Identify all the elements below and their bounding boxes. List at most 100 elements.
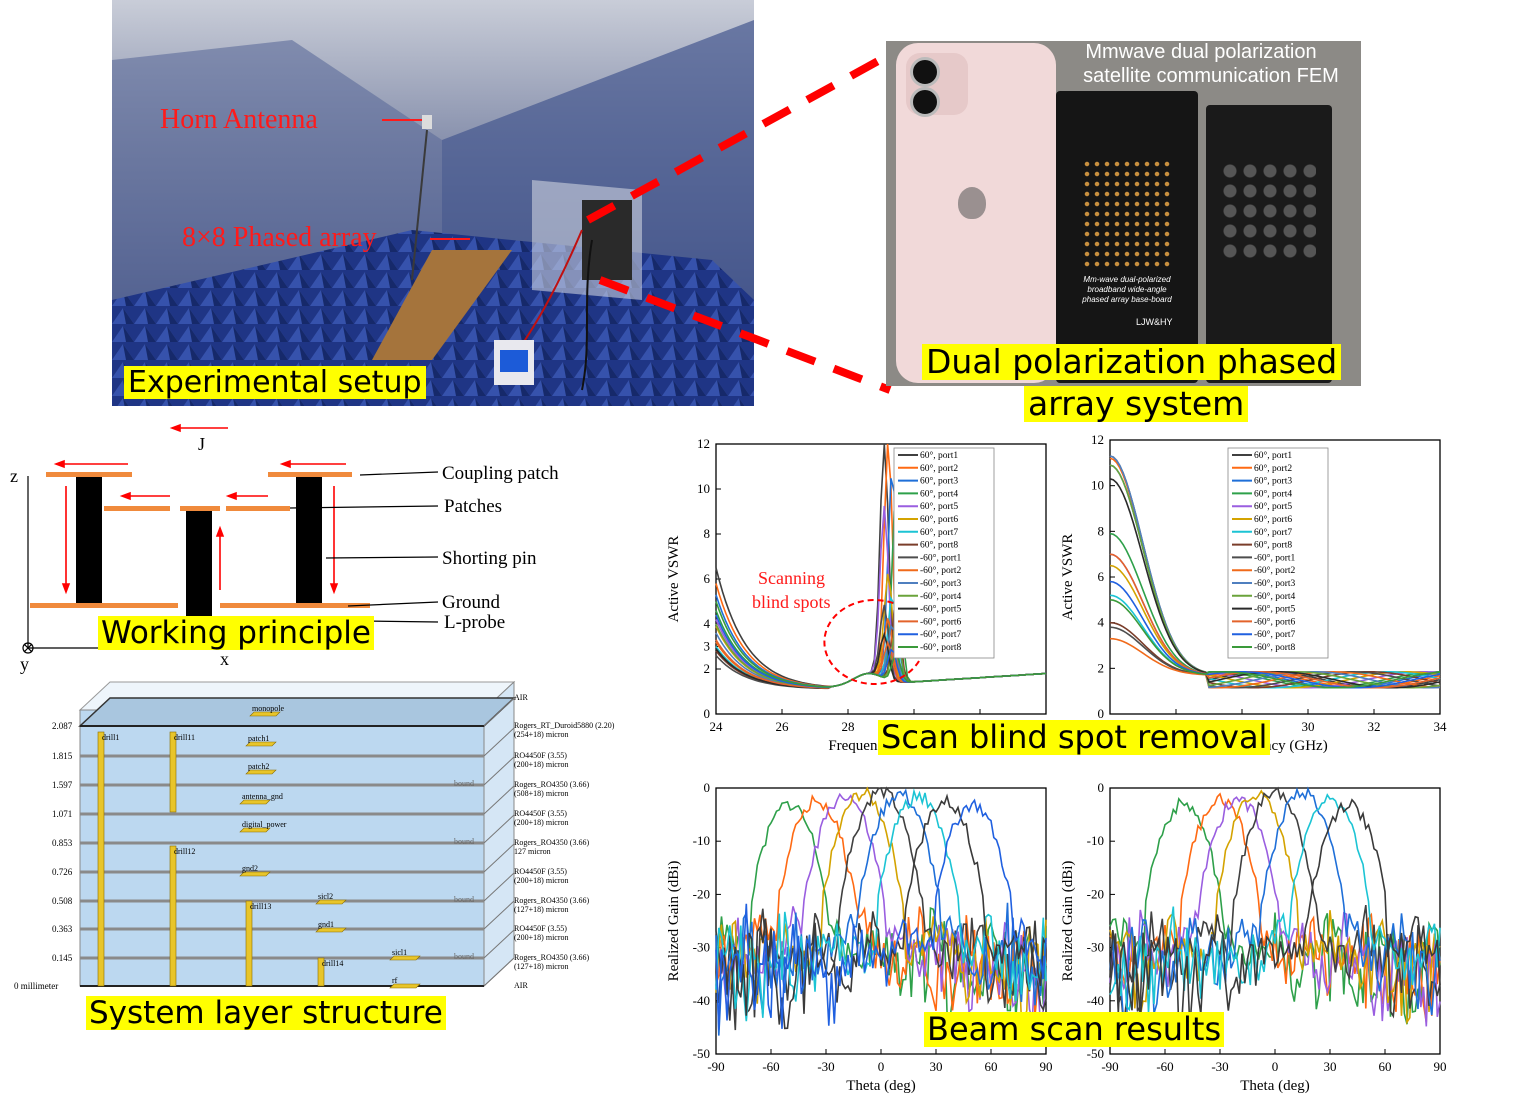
legend-entry: -60°, port7 xyxy=(1254,629,1296,640)
phased-array-arrow xyxy=(430,238,470,240)
x-tick-label: 90 xyxy=(1040,1059,1053,1074)
y-tick-label: 4 xyxy=(704,616,711,631)
ground-left xyxy=(30,603,178,608)
vswr-series-line xyxy=(1109,599,1441,689)
system-caption-line1: Dual polarization phased xyxy=(922,343,1342,381)
leader-lines xyxy=(211,471,439,623)
vswr-series-line xyxy=(715,601,1047,688)
legend-entry: -60°, port5 xyxy=(1254,604,1296,615)
pad-label: gnd1 xyxy=(318,920,334,929)
y-tick-label: 10 xyxy=(1091,478,1104,493)
x-tick-label: 0 xyxy=(878,1059,885,1074)
pad-label: digital_power xyxy=(242,820,287,829)
vswr-chart-after: 242628303234024681012Frequency (GHz)Acti… xyxy=(1060,432,1447,754)
x-tick-label: 0 xyxy=(1272,1059,1279,1074)
layer-height-label: 0.508 xyxy=(52,896,73,906)
current-label: J xyxy=(198,434,205,454)
camera-lens-1 xyxy=(910,57,940,87)
material-thickness-label: (127+18) micron xyxy=(514,905,569,914)
beam-series-line xyxy=(1109,786,1441,1026)
vswr-series-line xyxy=(1109,532,1440,689)
shorting-pin-label: Shorting pin xyxy=(442,548,537,569)
y-tick-label: 0 xyxy=(704,780,711,795)
x-tick-label: 30 xyxy=(930,1059,943,1074)
beam-scan-caption: Beam scan results xyxy=(924,1011,1225,1048)
ground-label: Ground xyxy=(442,592,501,613)
beam-series-line xyxy=(715,786,1047,1031)
drill-via xyxy=(97,731,105,987)
legend-entry: 60°, port6 xyxy=(1254,514,1292,525)
layer-height-label: 0.363 xyxy=(52,924,73,934)
y-tick-label: 2 xyxy=(1098,660,1105,675)
material-label: RO4450F (3.55) xyxy=(514,751,567,760)
side-bound-label: bound xyxy=(454,779,474,788)
pad-shape xyxy=(249,711,281,717)
material-thickness-label: (200+18) micron xyxy=(514,760,569,769)
x-tick-label: -60 xyxy=(762,1059,779,1074)
legend-entry: -60°, port4 xyxy=(920,591,962,602)
legend-entry: 60°, port8 xyxy=(1254,540,1292,551)
layer-boundary-side xyxy=(483,900,515,930)
layer-boundary-side xyxy=(483,843,515,873)
material-label: Rogers_RO4350 (3.66) xyxy=(514,896,589,905)
board-text-3: phased array base-board xyxy=(1082,295,1172,304)
pad-label: sicl1 xyxy=(392,948,407,957)
material-thickness-label: (200+18) micron xyxy=(514,876,569,885)
pad-shape xyxy=(245,769,277,775)
side-bound-label: bound xyxy=(454,895,474,904)
vswr-series-line xyxy=(1109,580,1441,689)
y-tick-label: 8 xyxy=(1098,523,1105,538)
side-bound-label: bound xyxy=(454,952,474,961)
layer-structure-caption: System layer structure xyxy=(86,996,446,1030)
beam-series-line xyxy=(715,800,1047,1022)
air-bottom-label: AIR xyxy=(514,981,528,990)
x-tick-label: 32 xyxy=(1368,719,1381,734)
pad-shape xyxy=(315,927,347,933)
legend-entry: 60°, port4 xyxy=(920,488,958,499)
beam-series-line xyxy=(715,788,1047,1022)
drill-via xyxy=(245,900,253,987)
y-tick-label: -30 xyxy=(693,940,710,955)
center-probe xyxy=(186,511,212,616)
legend-entry: 60°, port2 xyxy=(1254,463,1292,474)
drill-via xyxy=(317,957,325,987)
legend-entry: -60°, port6 xyxy=(1254,616,1296,627)
vswr-series-line xyxy=(1109,553,1441,689)
y-tick-label: -10 xyxy=(1087,833,1104,848)
board-text-1: Mm-wave dual-polarized xyxy=(1083,275,1171,284)
y-tick-label: 10 xyxy=(697,481,710,496)
x-tick-label: 60 xyxy=(985,1059,998,1074)
pad-shape xyxy=(239,827,271,833)
x-tick-label: 30 xyxy=(1324,1059,1337,1074)
material-label: Rogers_RO4350 (3.66) xyxy=(514,780,589,789)
patch-left xyxy=(104,506,170,511)
patch-center xyxy=(180,506,220,511)
layer-boundary-side xyxy=(483,929,515,959)
camera-lens-2 xyxy=(910,87,940,117)
legend-entry: 60°, port3 xyxy=(920,476,958,487)
vswr-chart-before: 2426283032340234681012Frequency (GHz)Act… xyxy=(666,436,1053,754)
scan-removal-caption: Scan blind spot removal xyxy=(878,719,1271,756)
legend-entry: -60°, port7 xyxy=(920,629,962,640)
material-label: Rogers_RO4350 (3.66) xyxy=(514,838,589,847)
drill-label: drill13 xyxy=(250,902,271,911)
scan-annotation-line2: blind spots xyxy=(752,592,831,612)
system-title-line2: satellite communication FEM xyxy=(1083,65,1339,87)
y-tick-label: -20 xyxy=(693,886,710,901)
shorting-pin-right xyxy=(296,477,322,605)
pad-label: gnd2 xyxy=(242,864,258,873)
material-thickness-label: (200+18) micron xyxy=(514,818,569,827)
layer-height-label: 2.087 xyxy=(52,721,73,731)
legend-entry: -60°, port3 xyxy=(1254,578,1296,589)
material-thickness-label: (254+18) micron xyxy=(514,730,569,739)
y-tick-label: 4 xyxy=(1098,615,1105,630)
l-probe-label: L-probe xyxy=(444,612,505,633)
y-tick-label: -50 xyxy=(1087,1046,1104,1061)
x-tick-label: 60 xyxy=(1379,1059,1392,1074)
pad-label: antenna_gnd xyxy=(242,792,283,801)
x-axis-label: Theta (deg) xyxy=(1240,1078,1310,1094)
pad-shape xyxy=(389,983,421,989)
